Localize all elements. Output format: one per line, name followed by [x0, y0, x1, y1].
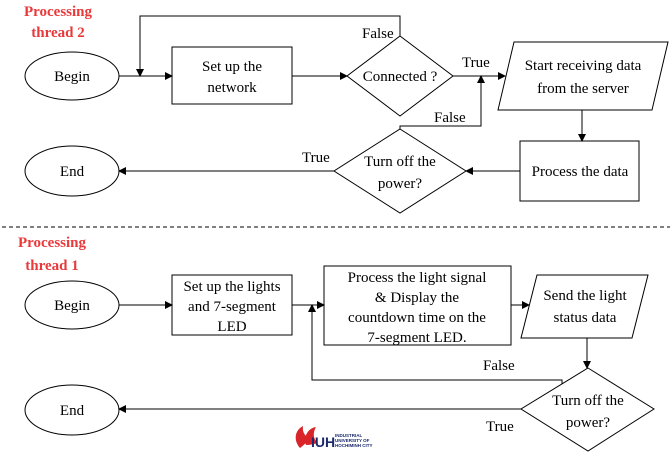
thread2-start-receiving-node [497, 41, 669, 111]
thread2-connected-decision [346, 35, 454, 117]
thread2-label-false-loop: False [434, 110, 466, 126]
thread1-process-label-line2: & Display the [375, 290, 459, 306]
thread2-label-true-end: True [302, 150, 330, 166]
thread2-edge-poweroff-false-loop [399, 75, 485, 129]
thread2-poweroff-label-line2: power? [378, 176, 422, 192]
thread1-setup-label-line2: and 7-segment [188, 299, 277, 315]
thread1-end-label: End [60, 403, 85, 419]
logo-text-line2: UNIVERSITY OF [335, 438, 370, 443]
thread1-label-true-end: True [486, 419, 514, 435]
thread1-send-status-label-line2: status data [554, 310, 617, 326]
thread2-end-label: End [60, 164, 85, 180]
thread2-start-receiving-label-line2: from the server [537, 81, 629, 97]
thread2-label-false-top: False [362, 26, 394, 42]
logo-text-line3: HOCHIMINH CITY [335, 443, 373, 448]
thread1-title-line2: thread 1 [25, 258, 78, 274]
thread1-process-label-line4: 7-segment LED. [367, 330, 466, 346]
university-logo: IUH INDUSTRIAL UNIVERSITY OF HOCHIMINH C… [295, 426, 373, 450]
thread1-send-status-label-line1: Send the light [543, 288, 627, 304]
thread2-poweroff-label-line1: Turn off the [364, 154, 436, 170]
thread2-setup-node [171, 46, 293, 105]
thread1-process-label-line3: countdown time on the [348, 310, 486, 326]
thread2-title-line2: thread 2 [31, 25, 84, 41]
thread2-title-line1: Processing [24, 4, 93, 20]
thread2-process-label: Process the data [532, 164, 629, 180]
thread1-title-line1: Processing [18, 235, 87, 251]
thread2-connected-label: Connected ? [363, 69, 438, 85]
thread1-setup-label-line3: LED [217, 319, 246, 335]
thread2-label-true-right: True [462, 55, 490, 71]
thread1-label-false-loop: False [483, 358, 515, 374]
thread2-begin-label: Begin [54, 69, 90, 85]
thread1-begin-label: Begin [54, 298, 90, 314]
logo-flame-icon [295, 426, 310, 448]
thread2-start-receiving-label-line1: Start receiving data [525, 58, 642, 74]
thread1-process-label-line1: Process the light signal [348, 270, 487, 286]
thread1-setup-label-line1: Set up the lights [183, 279, 280, 295]
thread2-setup-label-line2: network [207, 80, 257, 96]
thread1-edge-poweroff-false-loop [308, 304, 563, 384]
thread2-edge-connected-false-loop [136, 15, 401, 77]
thread1-poweroff-label-line2: power? [566, 415, 610, 431]
thread2-setup-label-line1: Set up the [202, 59, 262, 75]
thread1-setup-node [171, 274, 293, 336]
thread1-send-status-node [520, 274, 649, 339]
thread2-poweroff-decision [333, 128, 467, 214]
thread1-poweroff-decision [520, 367, 655, 452]
logo-text-line1: INDUSTRIAL [335, 433, 362, 438]
logo-flame-icon-secondary [305, 427, 318, 445]
logo-mark: IUH [311, 434, 335, 450]
thread1-poweroff-label-line1: Turn off the [552, 393, 624, 409]
